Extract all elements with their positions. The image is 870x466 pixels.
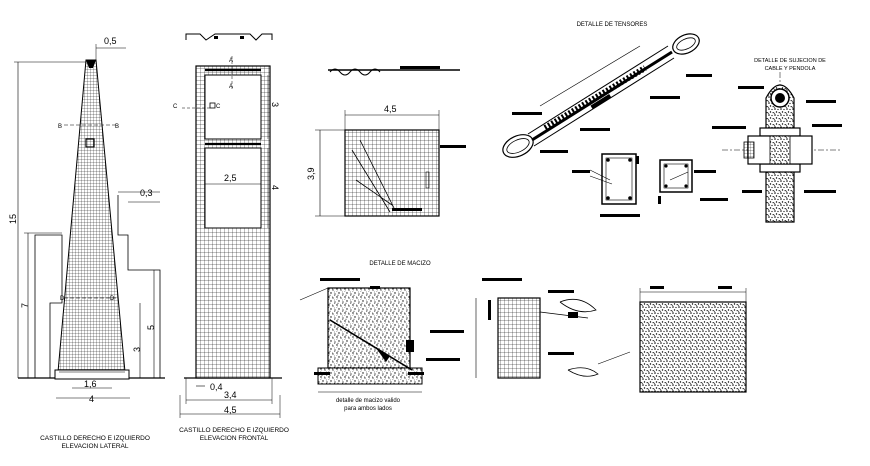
section-mark-c-left: C — [173, 104, 178, 110]
caption-frontal-line2: ELEVACION FRONTAL — [200, 435, 269, 442]
macizo-note-line2: para ambos lados — [344, 406, 392, 412]
macizo-block-left — [327, 287, 411, 369]
tensor-section-left — [601, 153, 637, 205]
macizo-mesh-block — [497, 297, 541, 379]
sujecion-title-line1: DETALLE DE SUJECION DE — [754, 58, 826, 64]
tensores-detail: DETALLE DE TENSORES — [502, 22, 728, 217]
dim-top-width: 0,5 — [104, 36, 117, 46]
tower-lateral-labels: 0,5 15 7 0,3 5 3 1,6 4 B B D D CASTILLO … — [8, 36, 156, 450]
section-mark-a-inner: A — [229, 84, 233, 90]
section-mark-b-right: B — [115, 124, 119, 130]
caption-lateral-line2: ELEVACION LATERAL — [62, 443, 129, 450]
tower-lateral-elevation — [14, 44, 165, 399]
sujecion-title-line2: CABLE Y PENDOLA — [765, 66, 816, 72]
dim-frontal-h4: 4 — [270, 185, 280, 190]
dim-base-outer: 4 — [89, 394, 94, 404]
dim-panel-height: 3,9 — [306, 167, 316, 180]
dim-frontal-w34: 3,4 — [224, 390, 237, 400]
tensores-title: DETALLE DE TENSORES — [577, 22, 648, 28]
section-mark-c-right: C — [216, 104, 221, 110]
tensor-section-right — [659, 159, 693, 193]
dim-frontal-w45: 4,5 — [224, 405, 237, 415]
tower-frontal-elevation — [179, 33, 282, 418]
dim-h5: 5 — [146, 325, 156, 330]
macizo-block-right — [639, 301, 747, 393]
caption-lateral-line1: CASTILLO DERECHO E IZQUIERDO — [40, 435, 150, 442]
dim-lower-height: 7 — [20, 303, 30, 308]
tower-mesh-shaft — [57, 59, 126, 373]
tower-frontal-labels: 3 2,5 4 0,4 3,4 4,5 A A C C CASTILLO DER… — [173, 58, 289, 442]
dim-frontal-h3: 3 — [270, 102, 280, 107]
dim-frontal-w04: 0,4 — [210, 382, 223, 392]
dim-total-height: 15 — [8, 214, 18, 224]
section-mark-d-left: D — [60, 296, 65, 302]
macizo-title: DETALLE DE MACIZO — [369, 261, 431, 267]
macizo-note-line1: detalle de macizo valido — [336, 398, 401, 404]
macizo-detail: DETALLE DE MACIZO detalle de macizo vali… — [299, 261, 747, 412]
dim-frontal-w25: 2,5 — [224, 173, 237, 183]
dim-offset: 0,3 — [140, 188, 153, 198]
section-mark-a-top: A — [229, 58, 233, 64]
dim-h3: 3 — [132, 347, 142, 352]
dim-panel-width: 4,5 — [384, 104, 397, 114]
panel-mesh — [344, 129, 440, 217]
panel-detail: 4,5 3,9 — [306, 66, 466, 217]
section-mark-d-right: D — [110, 296, 115, 302]
caption-frontal-line1: CASTILLO DERECHO E IZQUIERDO — [179, 427, 289, 434]
sujecion-detail: DETALLE DE SUJECION DE CABLE Y PENDOLA — [712, 58, 842, 223]
dim-base-inner: 1,6 — [84, 379, 97, 389]
section-mark-b-left: B — [58, 124, 62, 130]
